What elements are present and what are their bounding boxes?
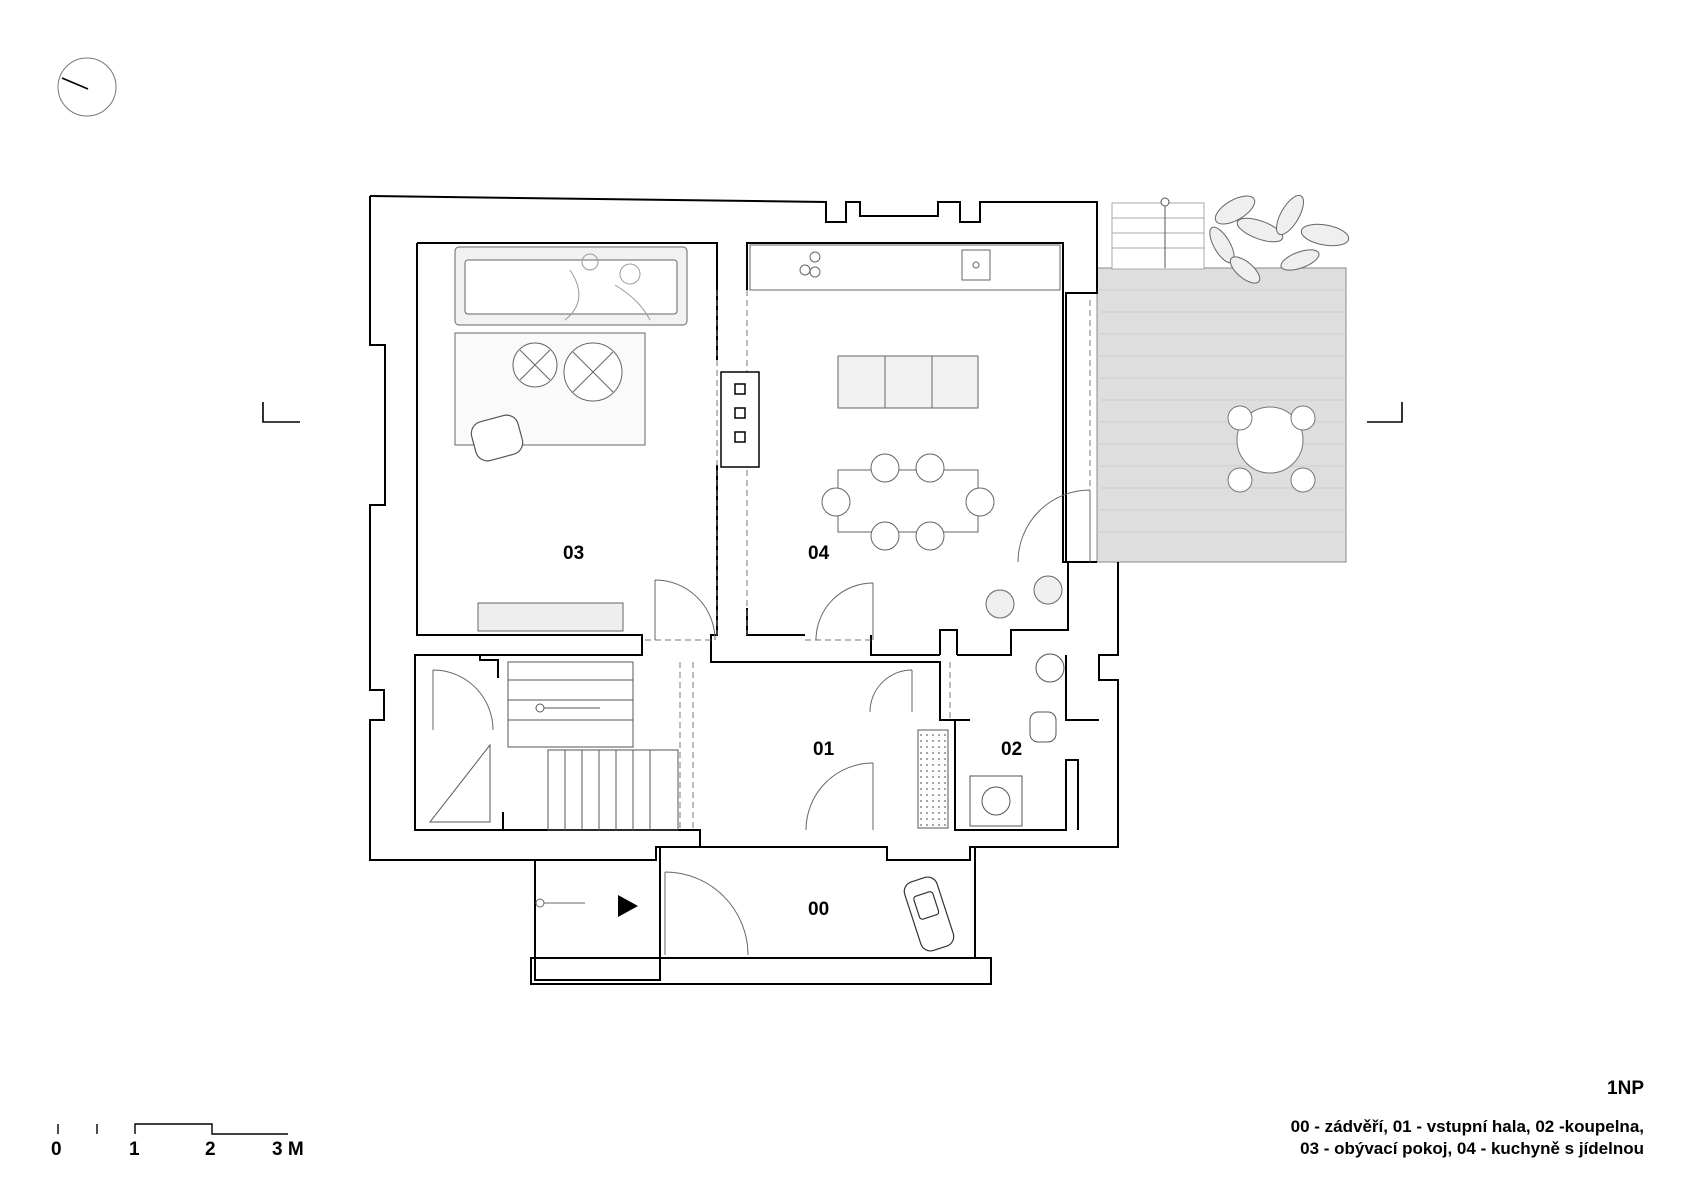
legend-line-2: 03 - obývací pokoj, 04 - kuchyně s jídel…: [1300, 1139, 1644, 1158]
vestibule-steps: [535, 898, 585, 908]
room-label-04: 04: [808, 543, 830, 564]
kitchen-plants: [985, 575, 1063, 619]
tv-cabinet: [477, 602, 624, 632]
scale-bar: [57, 1123, 288, 1135]
north-arrow-icon: [57, 57, 117, 117]
doors: [432, 489, 1091, 956]
car-icon: [903, 876, 955, 952]
room-legend: 00 - zádvěří, 01 - vstupní hala, 02 -kou…: [1291, 1116, 1644, 1160]
legend-line-1: 00 - zádvěří, 01 - vstupní hala, 02 -kou…: [1290, 1117, 1644, 1136]
dining-table: [821, 453, 995, 551]
house-walls: [369, 195, 1119, 985]
scale-tick-2: 2: [205, 1139, 216, 1160]
staircase: [428, 661, 679, 831]
armchair: [470, 414, 524, 462]
shelf-unit: [720, 371, 760, 468]
kitchen-counter: [749, 244, 1061, 291]
room-label-01: 01: [813, 739, 835, 760]
terrace-deck: [1096, 197, 1347, 563]
scale-tick-0: 0: [51, 1139, 62, 1160]
room-label-03: 03: [563, 543, 584, 564]
section-marker-left: [262, 402, 300, 423]
section-marker-right: [1367, 402, 1403, 423]
plant-icon: [1209, 194, 1350, 284]
scale-tick-1: 1: [129, 1139, 140, 1160]
room-label-00: 00: [808, 899, 829, 920]
floor-title: 1NP: [1607, 1078, 1644, 1099]
bathroom-fixtures: [917, 653, 1065, 829]
kitchen-island: [837, 355, 979, 409]
entrance-arrow-icon: [618, 895, 638, 917]
sofa: [454, 246, 688, 326]
scale-tick-3: 3 M: [272, 1139, 304, 1160]
room-label-02: 02: [1001, 739, 1022, 760]
people-sketch: [564, 253, 651, 321]
coffee-tables: [512, 342, 623, 402]
